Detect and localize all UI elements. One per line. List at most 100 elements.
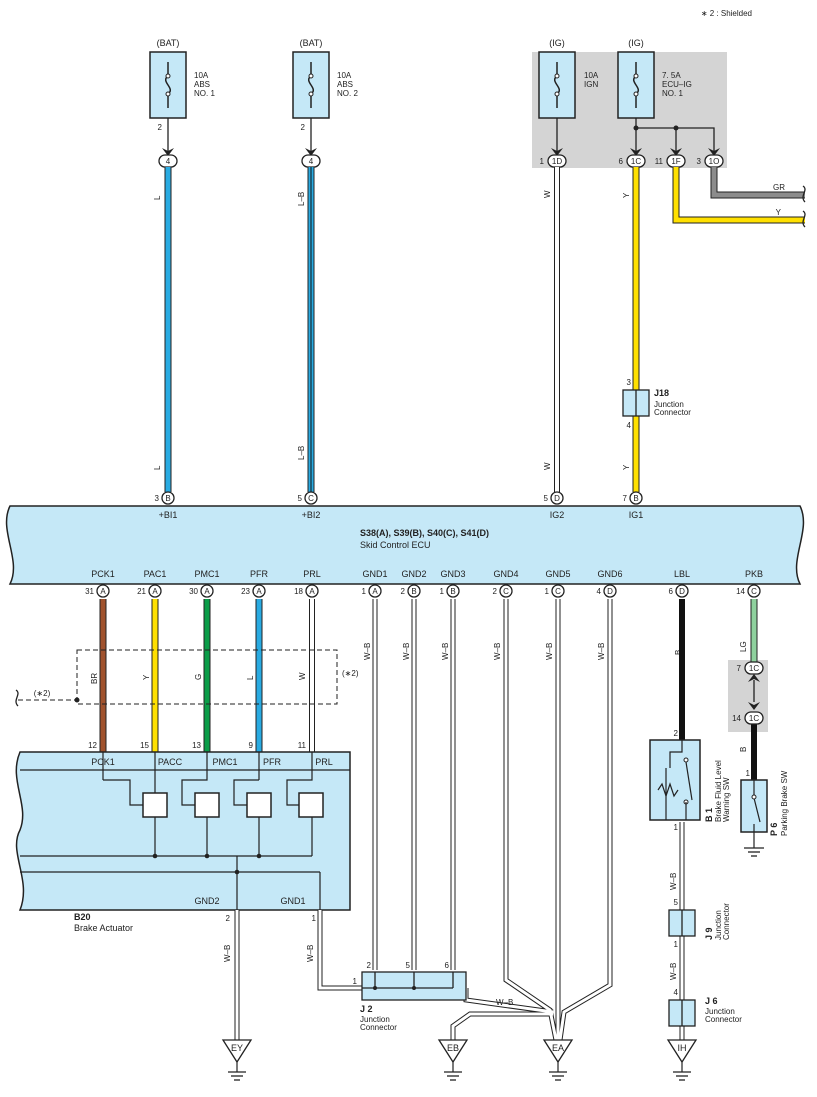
svg-text:Warning SW: Warning SW bbox=[722, 777, 731, 822]
ground-icon bbox=[437, 1039, 469, 1064]
svg-text:L: L bbox=[246, 675, 255, 680]
wire-1o-gr bbox=[710, 167, 805, 199]
pin-label: PRL bbox=[303, 569, 321, 579]
top-wire-color-labels: L L L–B L–B W W Y Y bbox=[153, 190, 631, 470]
pin-label: PAC1 bbox=[144, 569, 167, 579]
svg-text:6: 6 bbox=[445, 961, 450, 970]
ecu-name: Skid Control ECU bbox=[360, 540, 431, 550]
svg-text:G: G bbox=[194, 674, 203, 680]
pin-connector-letter: B bbox=[411, 587, 416, 596]
skid-control-ecu bbox=[5, 505, 805, 585]
svg-text:W–B: W–B bbox=[402, 643, 411, 660]
pin-label: GND1 bbox=[362, 569, 387, 579]
pin-connector-letter: C bbox=[751, 587, 757, 596]
svg-text:Connector: Connector bbox=[722, 903, 731, 940]
svg-text:BR: BR bbox=[90, 673, 99, 684]
ground-icon bbox=[542, 1039, 574, 1064]
conn-pin: 3 bbox=[697, 157, 702, 166]
svg-text:1: 1 bbox=[746, 769, 751, 778]
fuse-source: (IG) bbox=[628, 38, 644, 48]
svg-text:Junction: Junction bbox=[714, 910, 723, 940]
conn-pin: 1 bbox=[540, 157, 545, 166]
pin-label: PRL bbox=[315, 757, 333, 767]
pin-label: PKB bbox=[745, 569, 763, 579]
svg-text:Y: Y bbox=[622, 464, 631, 470]
b20-gnd2-label: GND2 bbox=[194, 896, 219, 906]
p6-parking-brake-switch: 1 P 6 Parking Brake SW bbox=[740, 769, 789, 857]
pin-connector-letter: A bbox=[372, 587, 378, 596]
svg-text:Parking Brake SW: Parking Brake SW bbox=[780, 770, 789, 836]
pin-connector-letter: A bbox=[309, 587, 315, 596]
svg-text:P 6: P 6 bbox=[769, 823, 779, 836]
b20-gnd1-label: GND1 bbox=[280, 896, 305, 906]
svg-text:B 1: B 1 bbox=[704, 808, 714, 822]
svg-text:Brake Fluid Level: Brake Fluid Level bbox=[714, 760, 723, 822]
pin-number: 4 bbox=[597, 587, 602, 596]
fuse-connectors: 4 4 1D 1 1C 6 1F 11 1O 3 bbox=[158, 154, 724, 168]
svg-text:W: W bbox=[543, 462, 552, 470]
svg-text:Y: Y bbox=[142, 674, 151, 680]
pin-number: 13 bbox=[192, 741, 201, 750]
pin-connector-letter: D bbox=[679, 587, 685, 596]
svg-text:W–B: W–B bbox=[223, 945, 232, 962]
ecu-pin-bi1: B3+BI1 bbox=[155, 491, 177, 520]
pin-label: GND3 bbox=[440, 569, 465, 579]
svg-text:W–B: W–B bbox=[306, 945, 315, 962]
svg-text:LG: LG bbox=[739, 641, 748, 652]
b20-name: Brake Actuator bbox=[74, 923, 133, 933]
shield-note: ∗ 2 : Shielded bbox=[701, 9, 752, 18]
ecu-bottom-pins: PCK1A31PAC1A21PMC1A30PFRA23PRLA18GND1A1G… bbox=[85, 569, 763, 598]
gnd-wires-inner bbox=[235, 599, 684, 1041]
ground-label: EA bbox=[552, 1043, 564, 1053]
svg-text:J 2: J 2 bbox=[360, 1004, 373, 1014]
svg-text:L: L bbox=[153, 195, 162, 200]
pin-label: GND4 bbox=[493, 569, 518, 579]
svg-text:W–B: W–B bbox=[441, 643, 450, 660]
svg-text:J 9: J 9 bbox=[704, 927, 714, 940]
ground-icon bbox=[666, 1039, 698, 1064]
pin-connector-letter: A bbox=[256, 587, 262, 596]
pin-number: 6 bbox=[669, 587, 674, 596]
ground-label: EB bbox=[447, 1043, 459, 1053]
svg-text:1C: 1C bbox=[749, 664, 759, 673]
fuse-source: (IG) bbox=[549, 38, 565, 48]
ecu-codes: S38(A), S39(B), S40(C), S41(D) bbox=[360, 528, 489, 538]
shield-region: (∗2) (∗2) bbox=[18, 649, 359, 705]
pin-number: 30 bbox=[189, 587, 198, 596]
ground-icon bbox=[221, 1039, 253, 1064]
pin-label: GND5 bbox=[545, 569, 570, 579]
wire-color-gr: GR bbox=[773, 183, 785, 192]
svg-text:J 6: J 6 bbox=[705, 996, 718, 1006]
svg-text:1: 1 bbox=[674, 823, 679, 832]
svg-text:1: 1 bbox=[353, 977, 358, 986]
pin-number: 18 bbox=[294, 587, 303, 596]
fuse-source: (BAT) bbox=[300, 38, 323, 48]
svg-text:W–B: W–B bbox=[545, 643, 554, 660]
svg-text:2: 2 bbox=[226, 914, 231, 923]
pin-number: 12 bbox=[88, 741, 97, 750]
svg-text:W–B: W–B bbox=[363, 643, 372, 660]
svg-text:(∗2): (∗2) bbox=[342, 669, 359, 678]
bottom-wire-color-labels: BR Y G L W W–B W–B W–B W–B W–B W–B B LG bbox=[90, 641, 748, 684]
connector-arrows bbox=[162, 148, 720, 156]
